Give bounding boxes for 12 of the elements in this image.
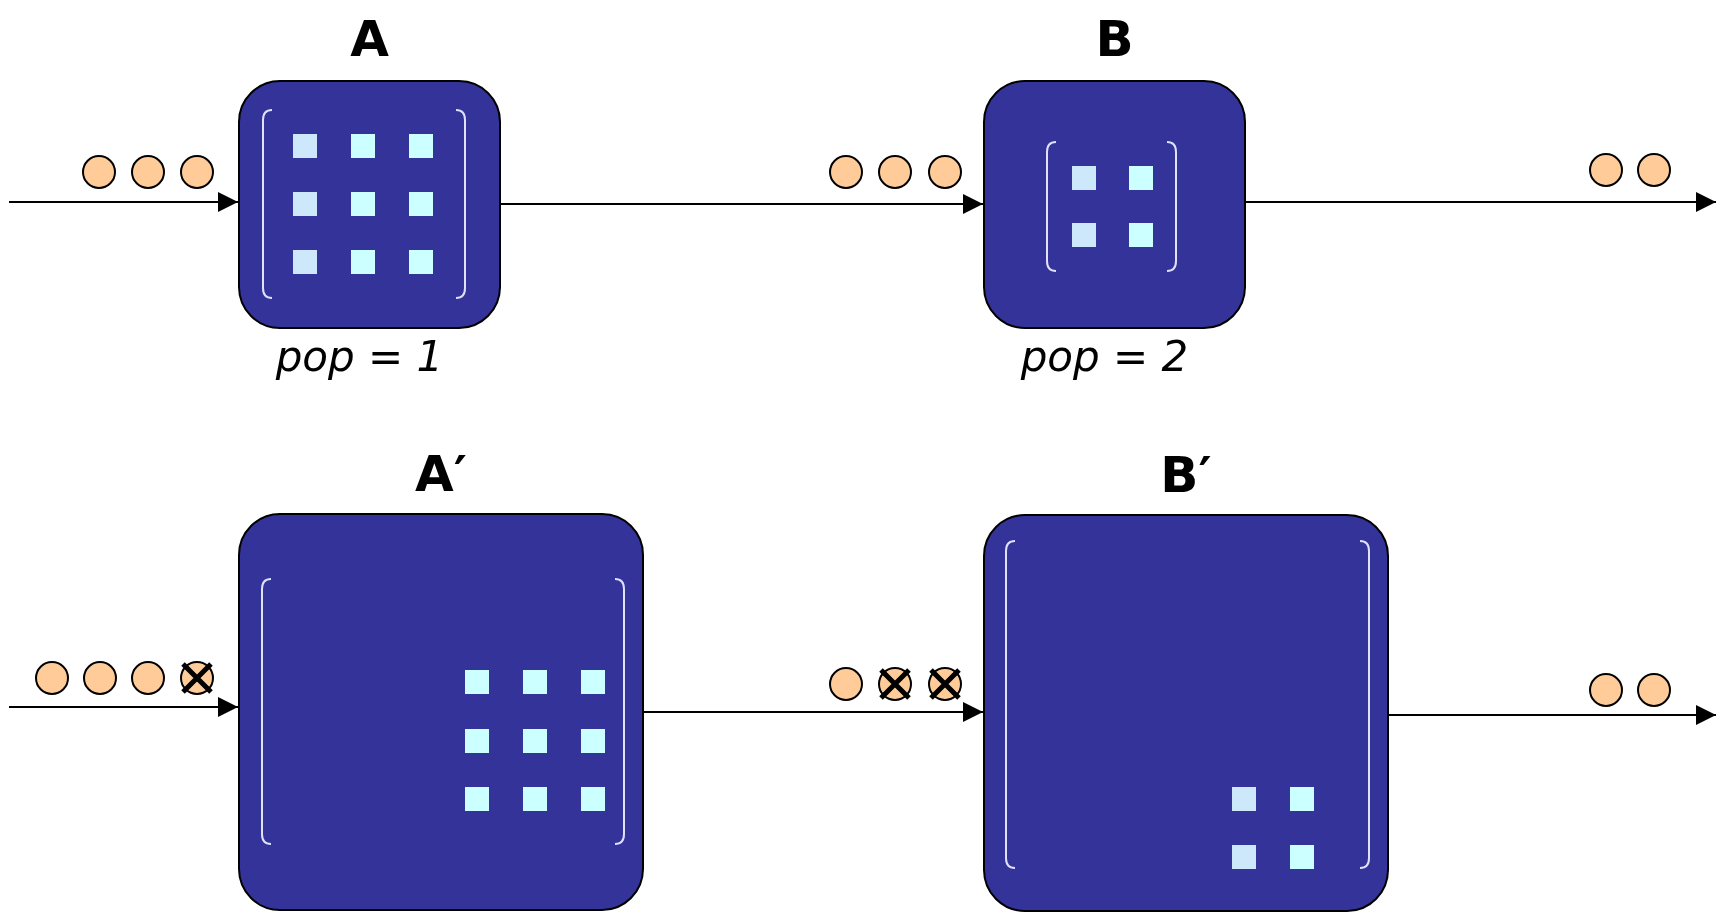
- box-title: B′: [1160, 450, 1212, 500]
- population-label: pop = 2: [1020, 336, 1189, 378]
- box-title: A′: [415, 449, 467, 499]
- arrow: [8, 192, 239, 212]
- population-label: pop = 1: [275, 336, 444, 378]
- arrow: [643, 702, 984, 722]
- arrow: [1388, 705, 1717, 725]
- box-title: A: [350, 14, 389, 64]
- arrow: [8, 697, 239, 717]
- arrow: [1245, 192, 1717, 212]
- box-title: B: [1095, 14, 1134, 64]
- arrow: [500, 194, 984, 214]
